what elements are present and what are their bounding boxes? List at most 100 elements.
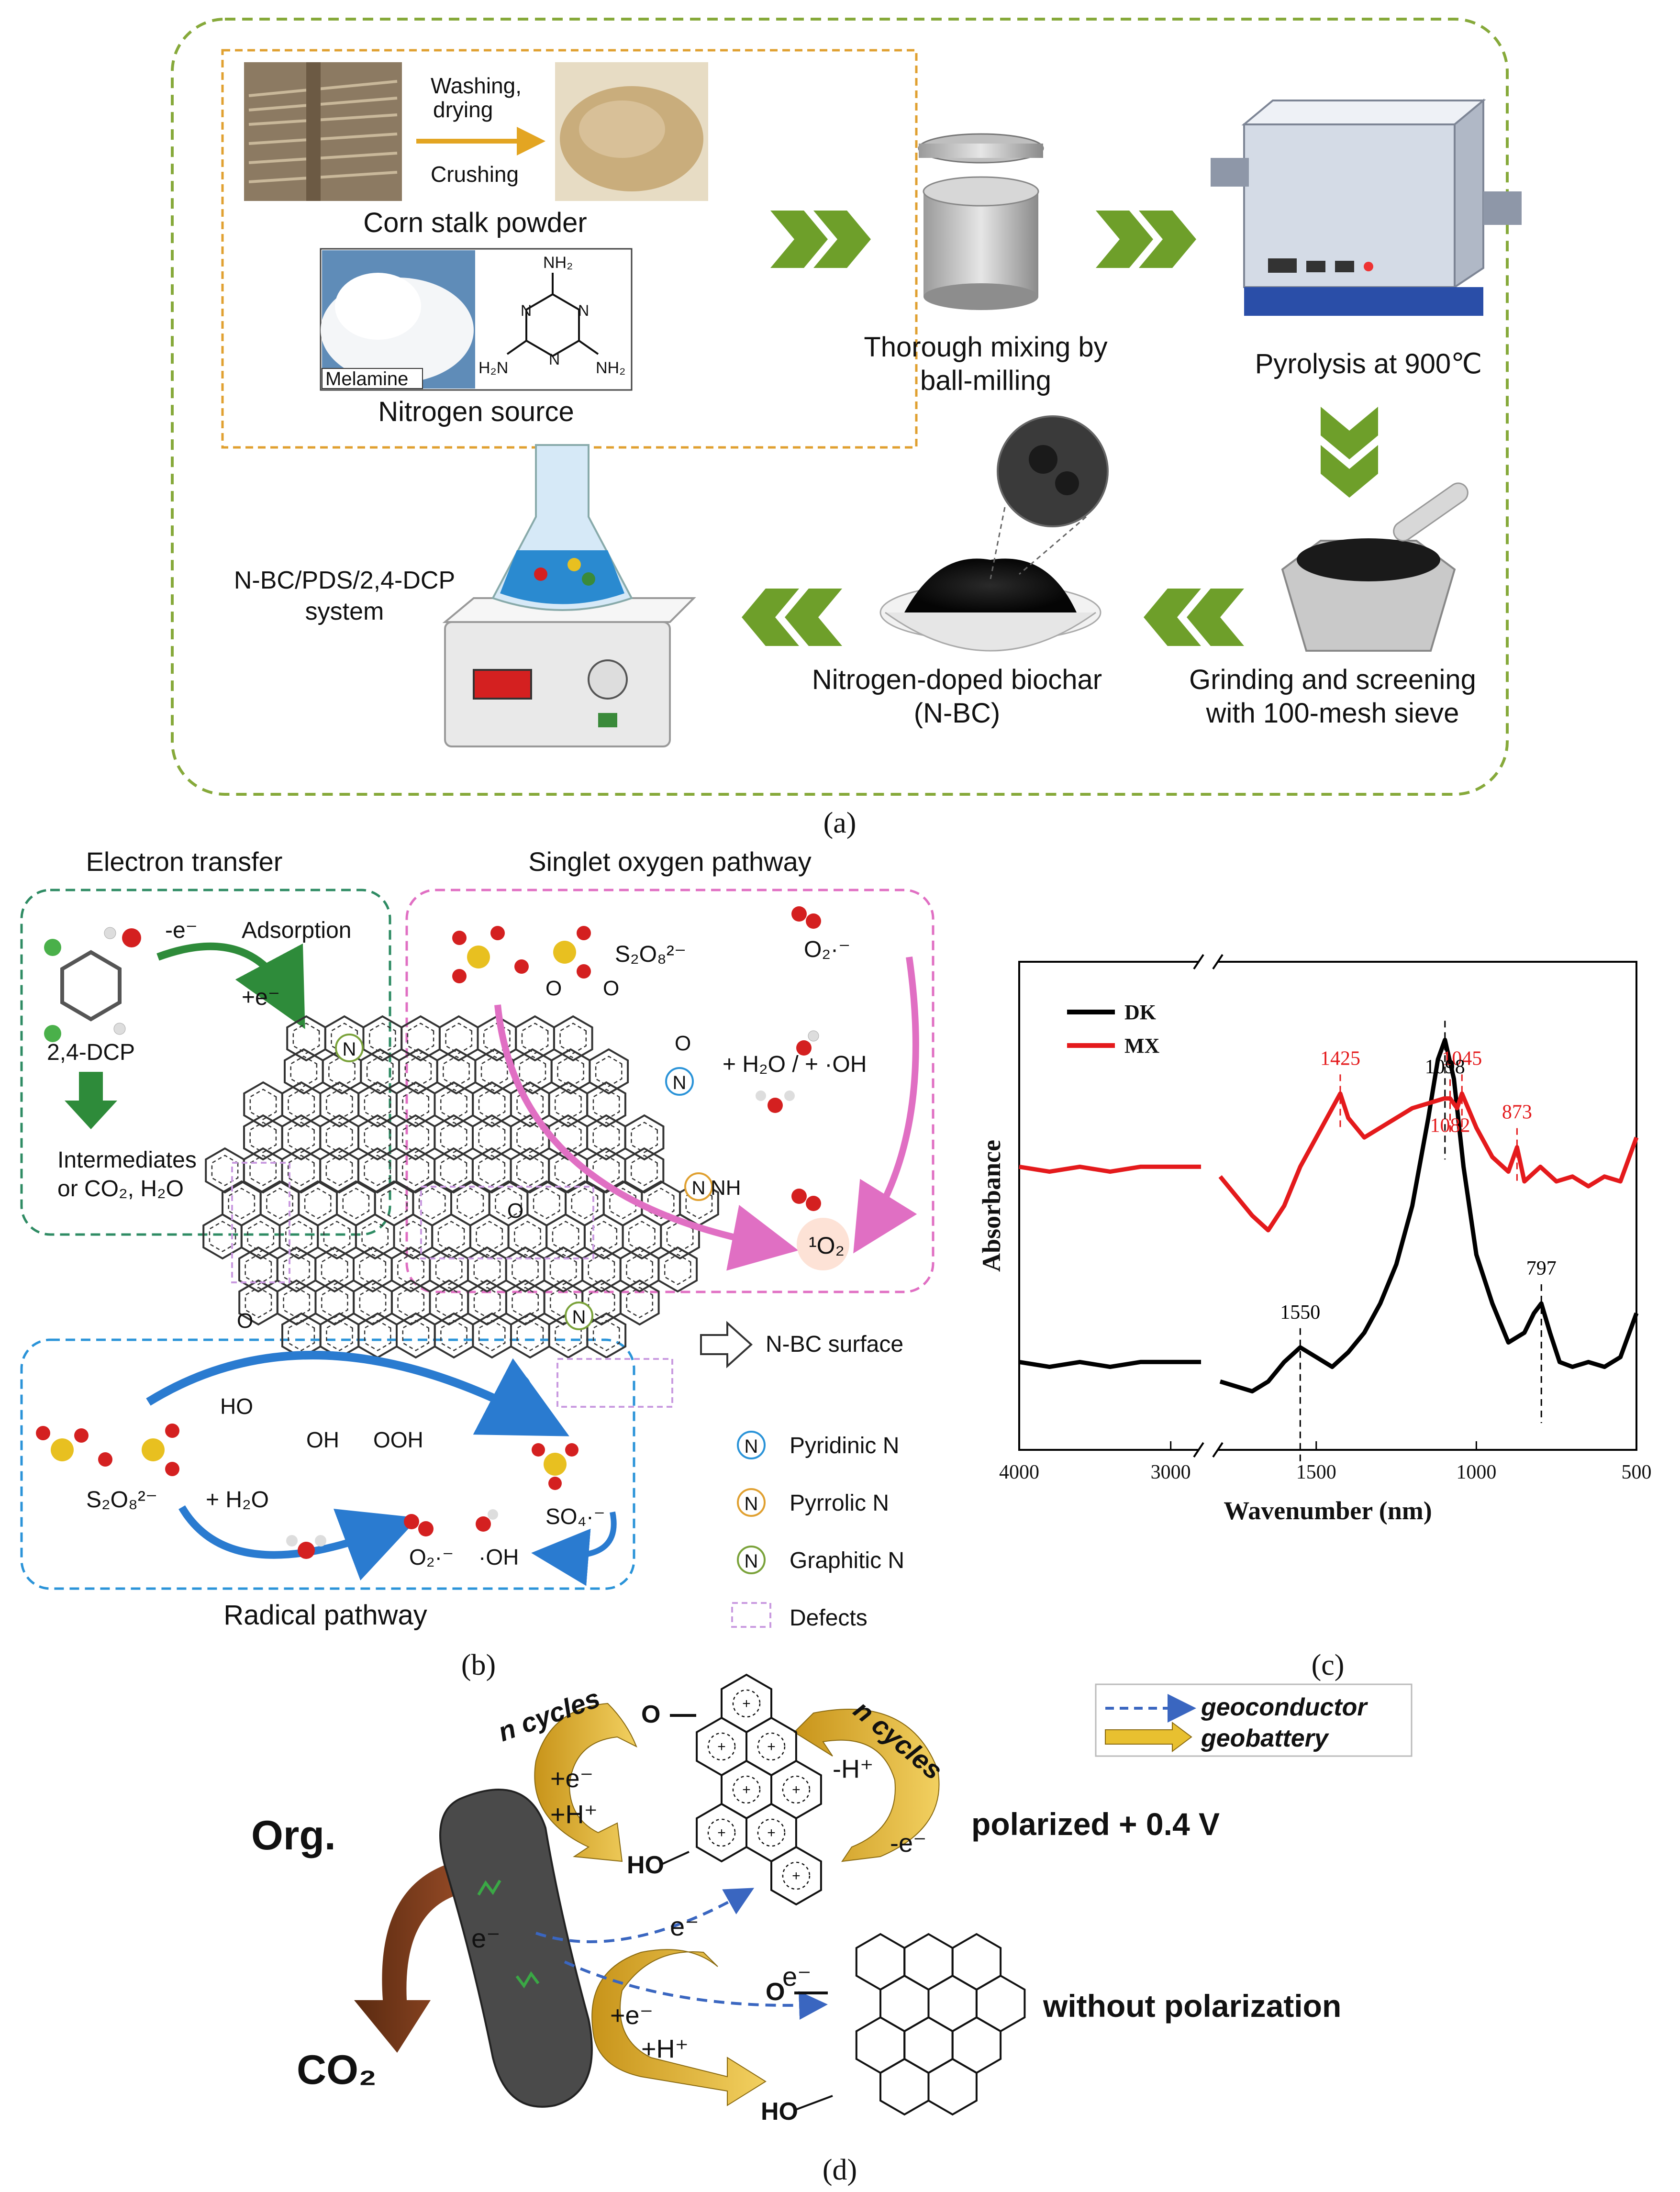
nh2-top: NH₂ — [543, 254, 573, 272]
squiggle-arrow-icon-2 — [515, 1971, 540, 1989]
hex-ring-inner — [478, 1320, 506, 1351]
charge-circle — [732, 1689, 761, 1718]
single-bond — [794, 2095, 833, 2111]
hex-ring-inner — [245, 1254, 272, 1285]
hex-ring-inner — [590, 1221, 618, 1252]
plus-e-label: +e⁻ — [242, 985, 280, 1010]
caption-d: (d) — [823, 2154, 857, 2186]
hex-ring-inner — [440, 1320, 467, 1351]
radical-pathway-title: Radical pathway — [223, 1600, 427, 1631]
hex-ring-inner — [626, 1287, 654, 1318]
panel-b: Electron transfer Singlet oxygen pathway… — [20, 846, 935, 1681]
hex-ring-inner — [592, 1122, 620, 1153]
series-line-dk-1 — [1019, 1359, 1201, 1369]
oh-radical-label: ·OH — [478, 1545, 519, 1569]
hex-ring-inner — [359, 1254, 387, 1285]
peak-label-1045: 1045 — [1442, 1047, 1482, 1069]
o-bottom-label: O — [766, 1978, 785, 2006]
electron-transfer-box — [20, 889, 391, 1236]
geoconductor-arrow-top — [535, 1888, 755, 1943]
dcp-label: 2,4-DCP — [47, 1040, 135, 1065]
hex-ring-inner — [364, 1122, 391, 1153]
mixing-label-1: Thorough mixing by — [864, 332, 1107, 363]
minus-e-label: -e⁻ — [165, 918, 198, 943]
hex-ring-inner — [512, 1287, 539, 1318]
hex-ring-inner — [404, 1056, 432, 1087]
hex-ring-inner — [366, 1056, 394, 1087]
polarized-graphene: ++++++++ — [662, 1673, 822, 1906]
series-line-mx-2 — [1218, 1091, 1639, 1233]
svg-text:O: O — [545, 977, 562, 1000]
system-label-2: system — [305, 598, 384, 625]
hex-ring-inner — [595, 1056, 623, 1087]
hex-ring — [589, 1048, 629, 1095]
intermediates-label-1: Intermediates — [57, 1147, 197, 1173]
radical-species — [404, 1443, 579, 1536]
chevron-icon — [1096, 211, 1196, 268]
series-line-dk-2 — [1219, 1037, 1639, 1394]
ho-label: HO — [220, 1394, 253, 1419]
pink-arrow-right — [853, 957, 919, 1254]
svg-text:Defects: Defects — [790, 1605, 868, 1631]
hex-ring-inner — [418, 1188, 446, 1219]
peak-label-1425: 1425 — [1320, 1047, 1360, 1069]
hex-ring-inner — [440, 1155, 467, 1186]
hex-ring-inner — [321, 1254, 348, 1285]
hex-ring-inner — [245, 1287, 272, 1318]
hex-ring-inner — [325, 1155, 353, 1186]
hex-ring — [770, 1846, 822, 1906]
chevron-left-icon — [742, 589, 842, 646]
e-mid-label: e⁻ — [670, 1911, 699, 1941]
hex-ring-inner — [516, 1122, 544, 1153]
hex-ring-inner — [514, 1221, 541, 1252]
magnetic-stirrer-flask — [442, 444, 696, 747]
hex-ring-inner — [592, 1089, 620, 1120]
ho-top-label: HO — [627, 1851, 664, 1879]
series-line-mx-1 — [1019, 1164, 1201, 1174]
hex-ring-inner — [380, 1188, 408, 1219]
nbc-surface-label: N-BC surface — [766, 1332, 903, 1357]
charge-circle — [782, 1775, 811, 1804]
peak-label-873: 873 — [1502, 1102, 1532, 1124]
svg-text:N: N — [572, 1307, 586, 1328]
hex-ring-inner — [456, 1188, 484, 1219]
positive-charge-icon: + — [767, 1739, 776, 1755]
hex-ring-inner — [516, 1155, 544, 1186]
hex-ring-inner — [209, 1221, 236, 1252]
corn-stalk-photo — [244, 62, 402, 201]
pyrolysis-label: Pyrolysis at 900℃ — [1255, 348, 1482, 379]
corn-stalk-label: Corn stalk powder — [363, 207, 587, 238]
hex-ring-inner — [435, 1254, 463, 1285]
hex-ring-inner — [521, 1023, 549, 1054]
system-label-1: N-BC/PDS/2,4-DCP — [234, 567, 455, 594]
nbc-sheet — [202, 1015, 719, 1359]
hex-ring — [657, 1246, 698, 1293]
positive-charge-icon: + — [742, 1782, 751, 1798]
hex-ring-inner — [473, 1287, 501, 1318]
positive-charge-icon: + — [717, 1825, 726, 1841]
panel-a: Washing, drying Crushing Corn stalk powd… — [171, 18, 1522, 839]
hex-ring-inner — [228, 1188, 256, 1219]
e-lower-label: e⁻ — [782, 1961, 812, 1992]
legend-mx-label: MX — [1124, 1034, 1160, 1057]
hex-ring-inner — [592, 1155, 620, 1186]
svg-text:O: O — [507, 1199, 523, 1223]
ball-mill-jar — [918, 133, 1044, 310]
plus-h-bottom-label: +H⁺ — [641, 2035, 689, 2063]
pyrrolic-n-marker: N — [684, 1172, 713, 1201]
peak-label-1098: 1098 — [1425, 1056, 1465, 1078]
svg-text:Pyrrolic N: Pyrrolic N — [790, 1491, 889, 1516]
polarized-label: polarized + 0.4 V — [971, 1806, 1220, 1842]
hex-ring-inner — [249, 1155, 277, 1186]
hex-ring-inner — [478, 1155, 506, 1186]
hex-ring-inner — [512, 1254, 539, 1285]
geobattery-arrow-top — [534, 1702, 637, 1862]
hex-ring-inner — [321, 1287, 348, 1318]
hex-ring-inner — [266, 1188, 293, 1219]
h2o-oh-label: + H₂O / + ·OH — [723, 1052, 867, 1077]
positive-charge-icon: + — [717, 1739, 726, 1755]
peak-label-1550: 1550 — [1280, 1302, 1320, 1324]
